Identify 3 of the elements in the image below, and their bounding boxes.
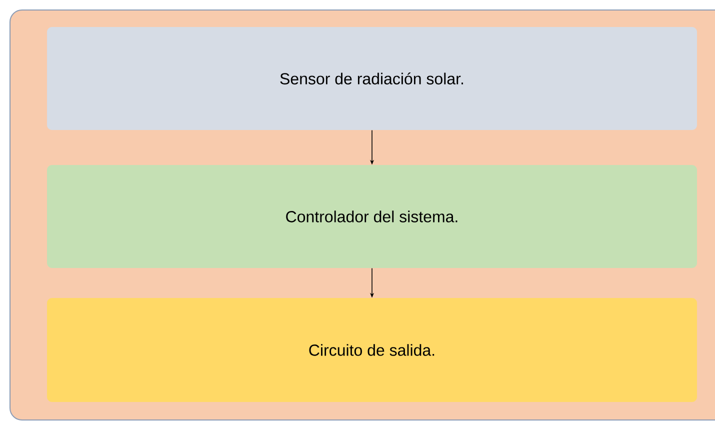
process-box: Controlador del sistema.	[47, 165, 697, 268]
process-box: Sensor de radiación solar.	[47, 27, 697, 130]
process-box: Circuito de salida.	[47, 298, 697, 402]
